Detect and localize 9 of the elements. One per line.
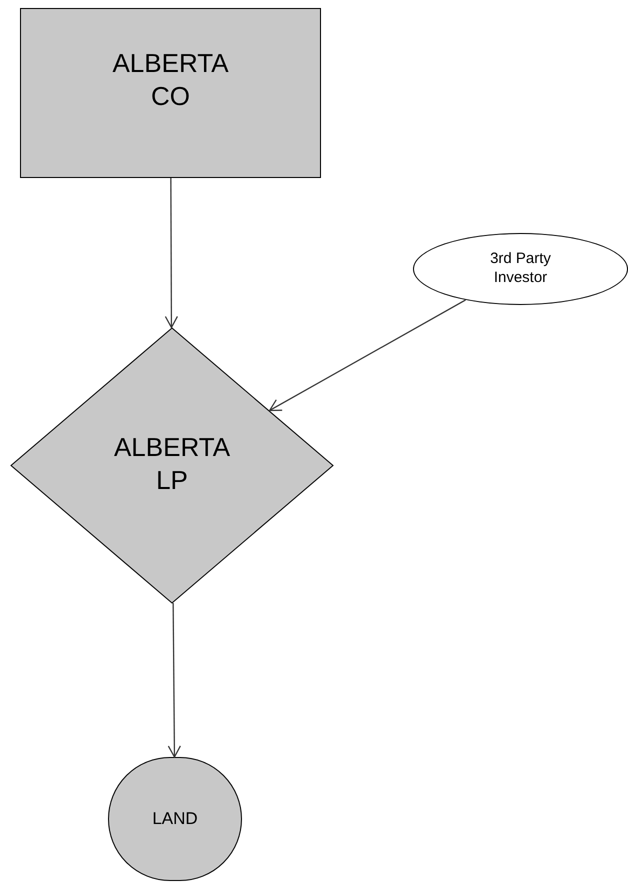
- arrow: [269, 299, 466, 412]
- node-label: ALBERTA CO: [111, 47, 230, 112]
- node-label: 3rd Party Investor: [489, 250, 552, 288]
- company-box: [20, 8, 321, 178]
- arrow: [168, 603, 181, 758]
- node-label: ALBERTA LP: [112, 431, 232, 496]
- arrow: [164, 178, 178, 328]
- partnership-diamond: [10, 327, 334, 604]
- node-label: LAND: [151, 808, 199, 830]
